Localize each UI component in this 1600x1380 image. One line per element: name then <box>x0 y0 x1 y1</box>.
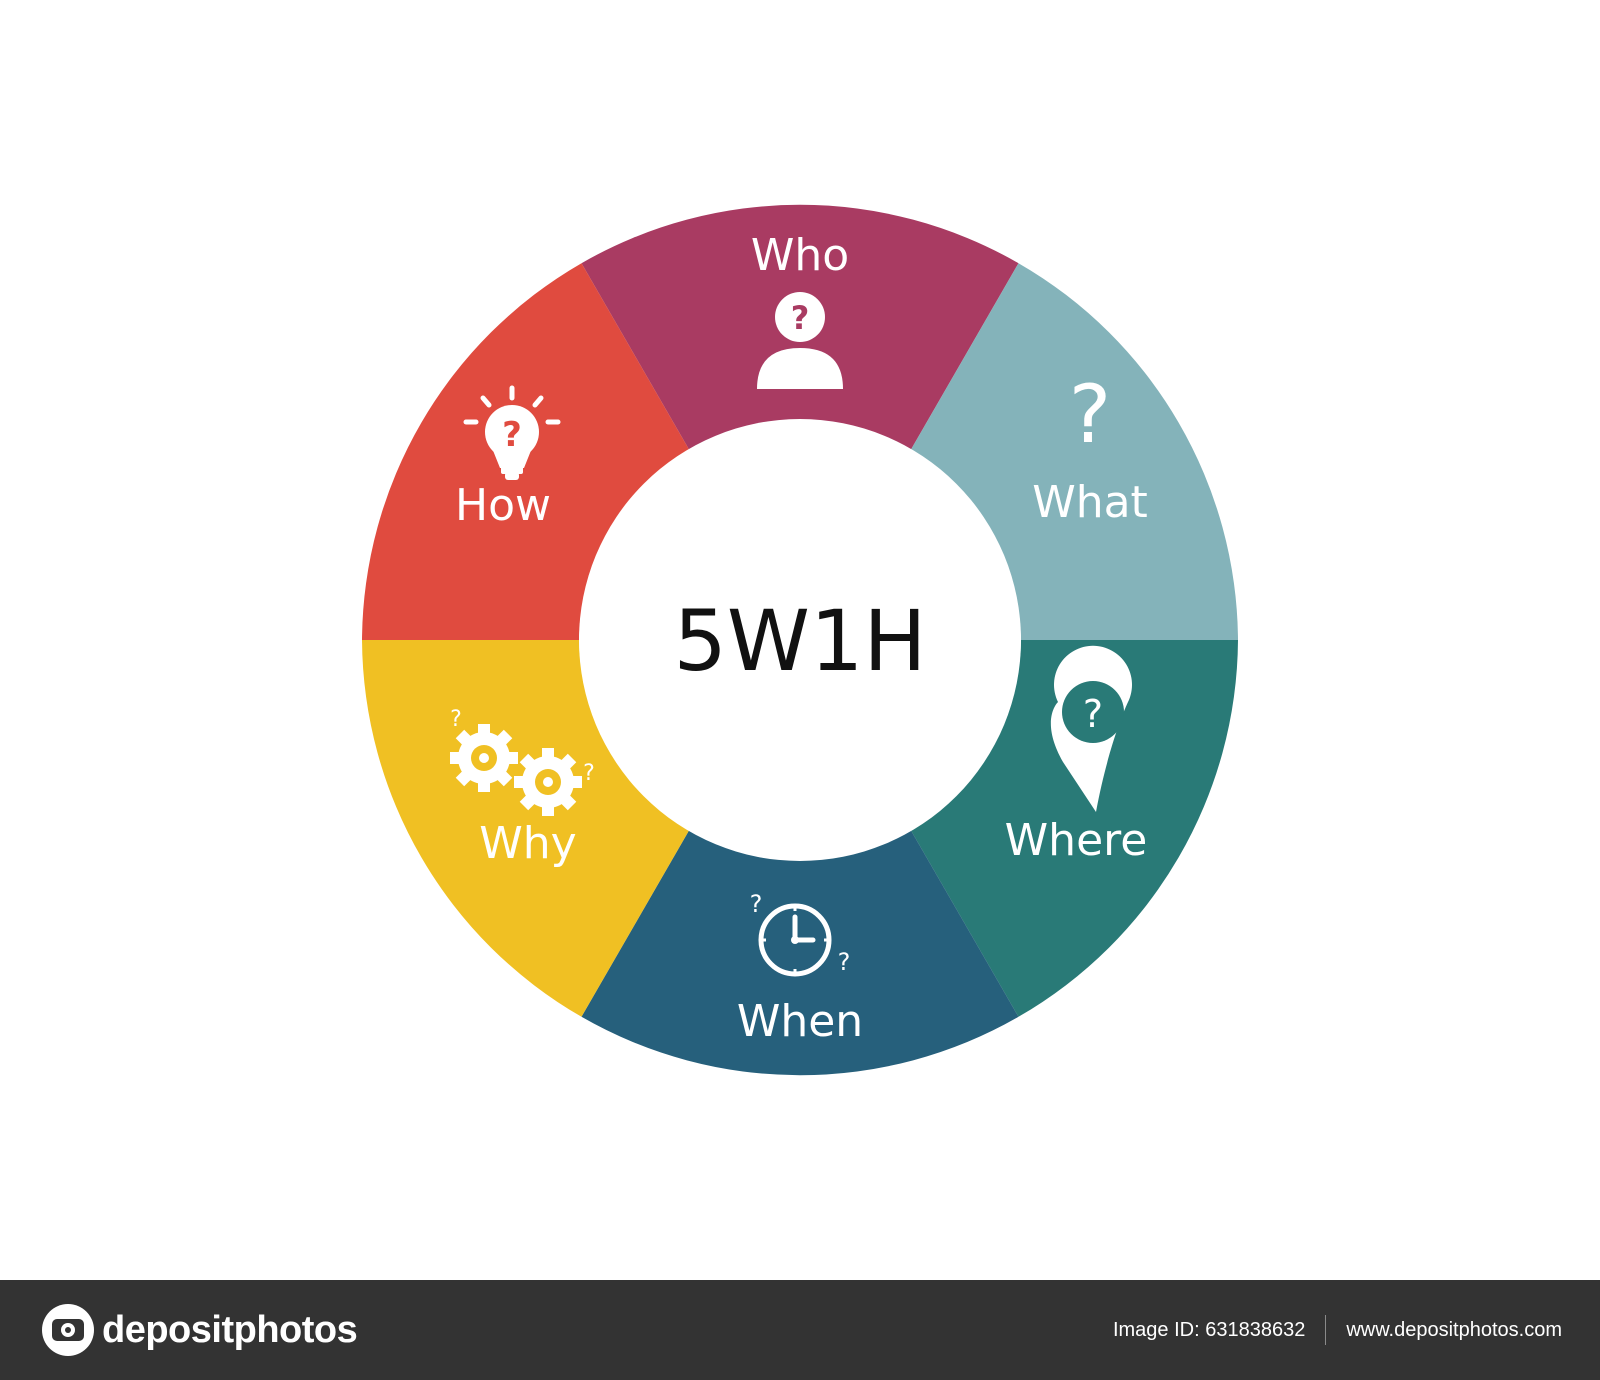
lightbulb-question-icon: ? <box>463 385 561 480</box>
svg-text:?: ? <box>791 299 810 337</box>
5w1h-ring-diagram: 5W1H Who ? ? What ? Where <box>362 204 1238 1076</box>
location-pin-question-icon: ? <box>1050 645 1132 812</box>
svg-text:?: ? <box>1083 692 1103 736</box>
center-label: 5W1H <box>673 592 926 690</box>
svg-text:?: ? <box>502 415 522 455</box>
svg-text:?: ? <box>1069 368 1111 461</box>
segment-why <box>362 640 691 1017</box>
person-question-icon: ? <box>757 292 843 389</box>
segment-label-who: Who <box>751 230 849 281</box>
clock-question-icon: ? ? <box>750 890 851 977</box>
segment-label-why: Why <box>479 818 576 869</box>
website-link[interactable]: www.depositphotos.com <box>1346 1318 1562 1341</box>
segment-label-how: How <box>455 480 551 531</box>
svg-text:?: ? <box>583 761 595 786</box>
gears-question-icon: ? ? <box>450 707 595 816</box>
svg-text:?: ? <box>450 707 462 732</box>
question-mark-icon: ? <box>1069 368 1111 461</box>
segment-what <box>909 263 1238 640</box>
footer-divider <box>1325 1315 1327 1345</box>
segment-label-where: Where <box>1005 815 1148 866</box>
segment-label-what: What <box>1032 477 1148 528</box>
camera-logo-icon <box>42 1304 94 1356</box>
svg-text:?: ? <box>838 948 851 976</box>
image-id: Image ID: 631838632 <box>1112 1318 1306 1341</box>
center-circle <box>579 419 1021 861</box>
svg-text:?: ? <box>750 890 763 918</box>
brand-name: depositphotos <box>102 1308 358 1351</box>
footer-bar: depositphotos Image ID: 631838632 www.de… <box>0 1280 1600 1380</box>
footer-info: Image ID: 631838632 www.depositphotos.co… <box>1113 1314 1562 1346</box>
segment-when <box>581 828 1019 1076</box>
segment-where <box>909 640 1238 1017</box>
segment-label-when: When <box>737 996 863 1047</box>
brand-logo[interactable]: depositphotos <box>42 1302 358 1358</box>
